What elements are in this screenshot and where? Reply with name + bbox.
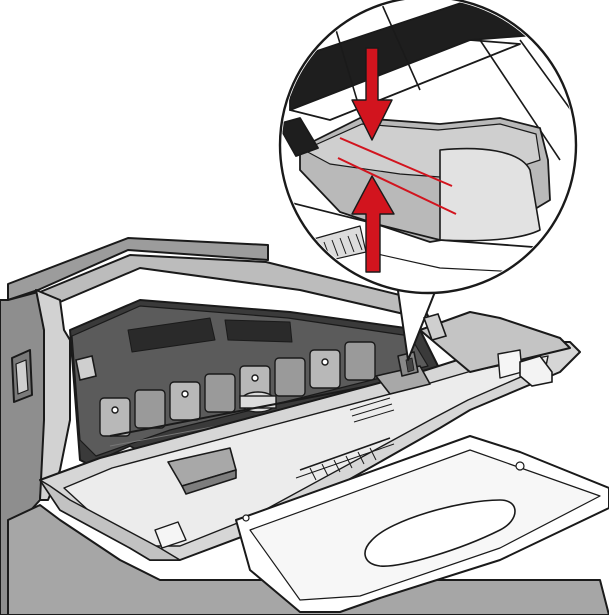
up-arrow-icon [351, 175, 395, 273]
magnifier-callout-icon [278, 0, 578, 361]
feed-rollers [99, 341, 401, 447]
down-arrow-icon [351, 47, 393, 141]
tray-extension-icon [235, 435, 609, 613]
max-fill-indicator-icon [337, 137, 457, 215]
tray-side-clip [75, 313, 553, 387]
multipurpose-feeder-tray-icon [39, 311, 581, 561]
paper-width-guide-icon [167, 351, 431, 495]
